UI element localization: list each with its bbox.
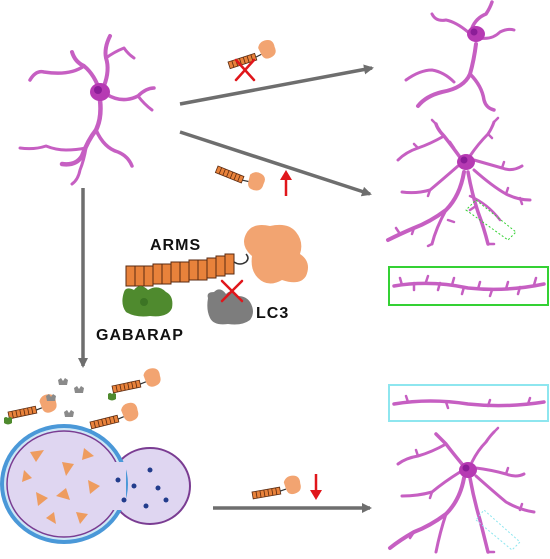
dendrite-zoom-cyan (388, 384, 549, 422)
lc3-protein (207, 289, 253, 325)
gabarap-protein (122, 286, 173, 317)
not-allowed-cross-icon (220, 279, 244, 303)
not-allowed-cross-icon (234, 58, 256, 82)
arms-complex-blocked (224, 37, 279, 72)
lc3-label: LC3 (256, 305, 289, 322)
decrease-arrow-icon (310, 474, 322, 500)
neuron-middle-right (386, 116, 532, 248)
gabarap-label: GABARAP (96, 327, 184, 344)
increase-arrow-icon (280, 170, 292, 196)
autolysosome (0, 424, 191, 544)
neuron-source (18, 34, 156, 186)
arrow-to-middle-right (179, 130, 372, 197)
dendrite-zoom-green (388, 266, 549, 306)
zoom-indicator-green (465, 199, 517, 241)
arrow-to-top-right (179, 64, 374, 106)
arms-label: ARMS (150, 237, 201, 254)
arms-gabarap-complexes (4, 366, 163, 437)
arms-protein (125, 224, 308, 287)
arrows (78, 64, 374, 513)
lysosome-dots (115, 467, 169, 509)
neuron-bottom-right (388, 426, 536, 554)
lysosome-cargo (22, 448, 100, 524)
arms-complex-decrease (249, 473, 303, 502)
arms-complex-increase (213, 156, 268, 194)
neuron-top-right (404, 0, 516, 112)
